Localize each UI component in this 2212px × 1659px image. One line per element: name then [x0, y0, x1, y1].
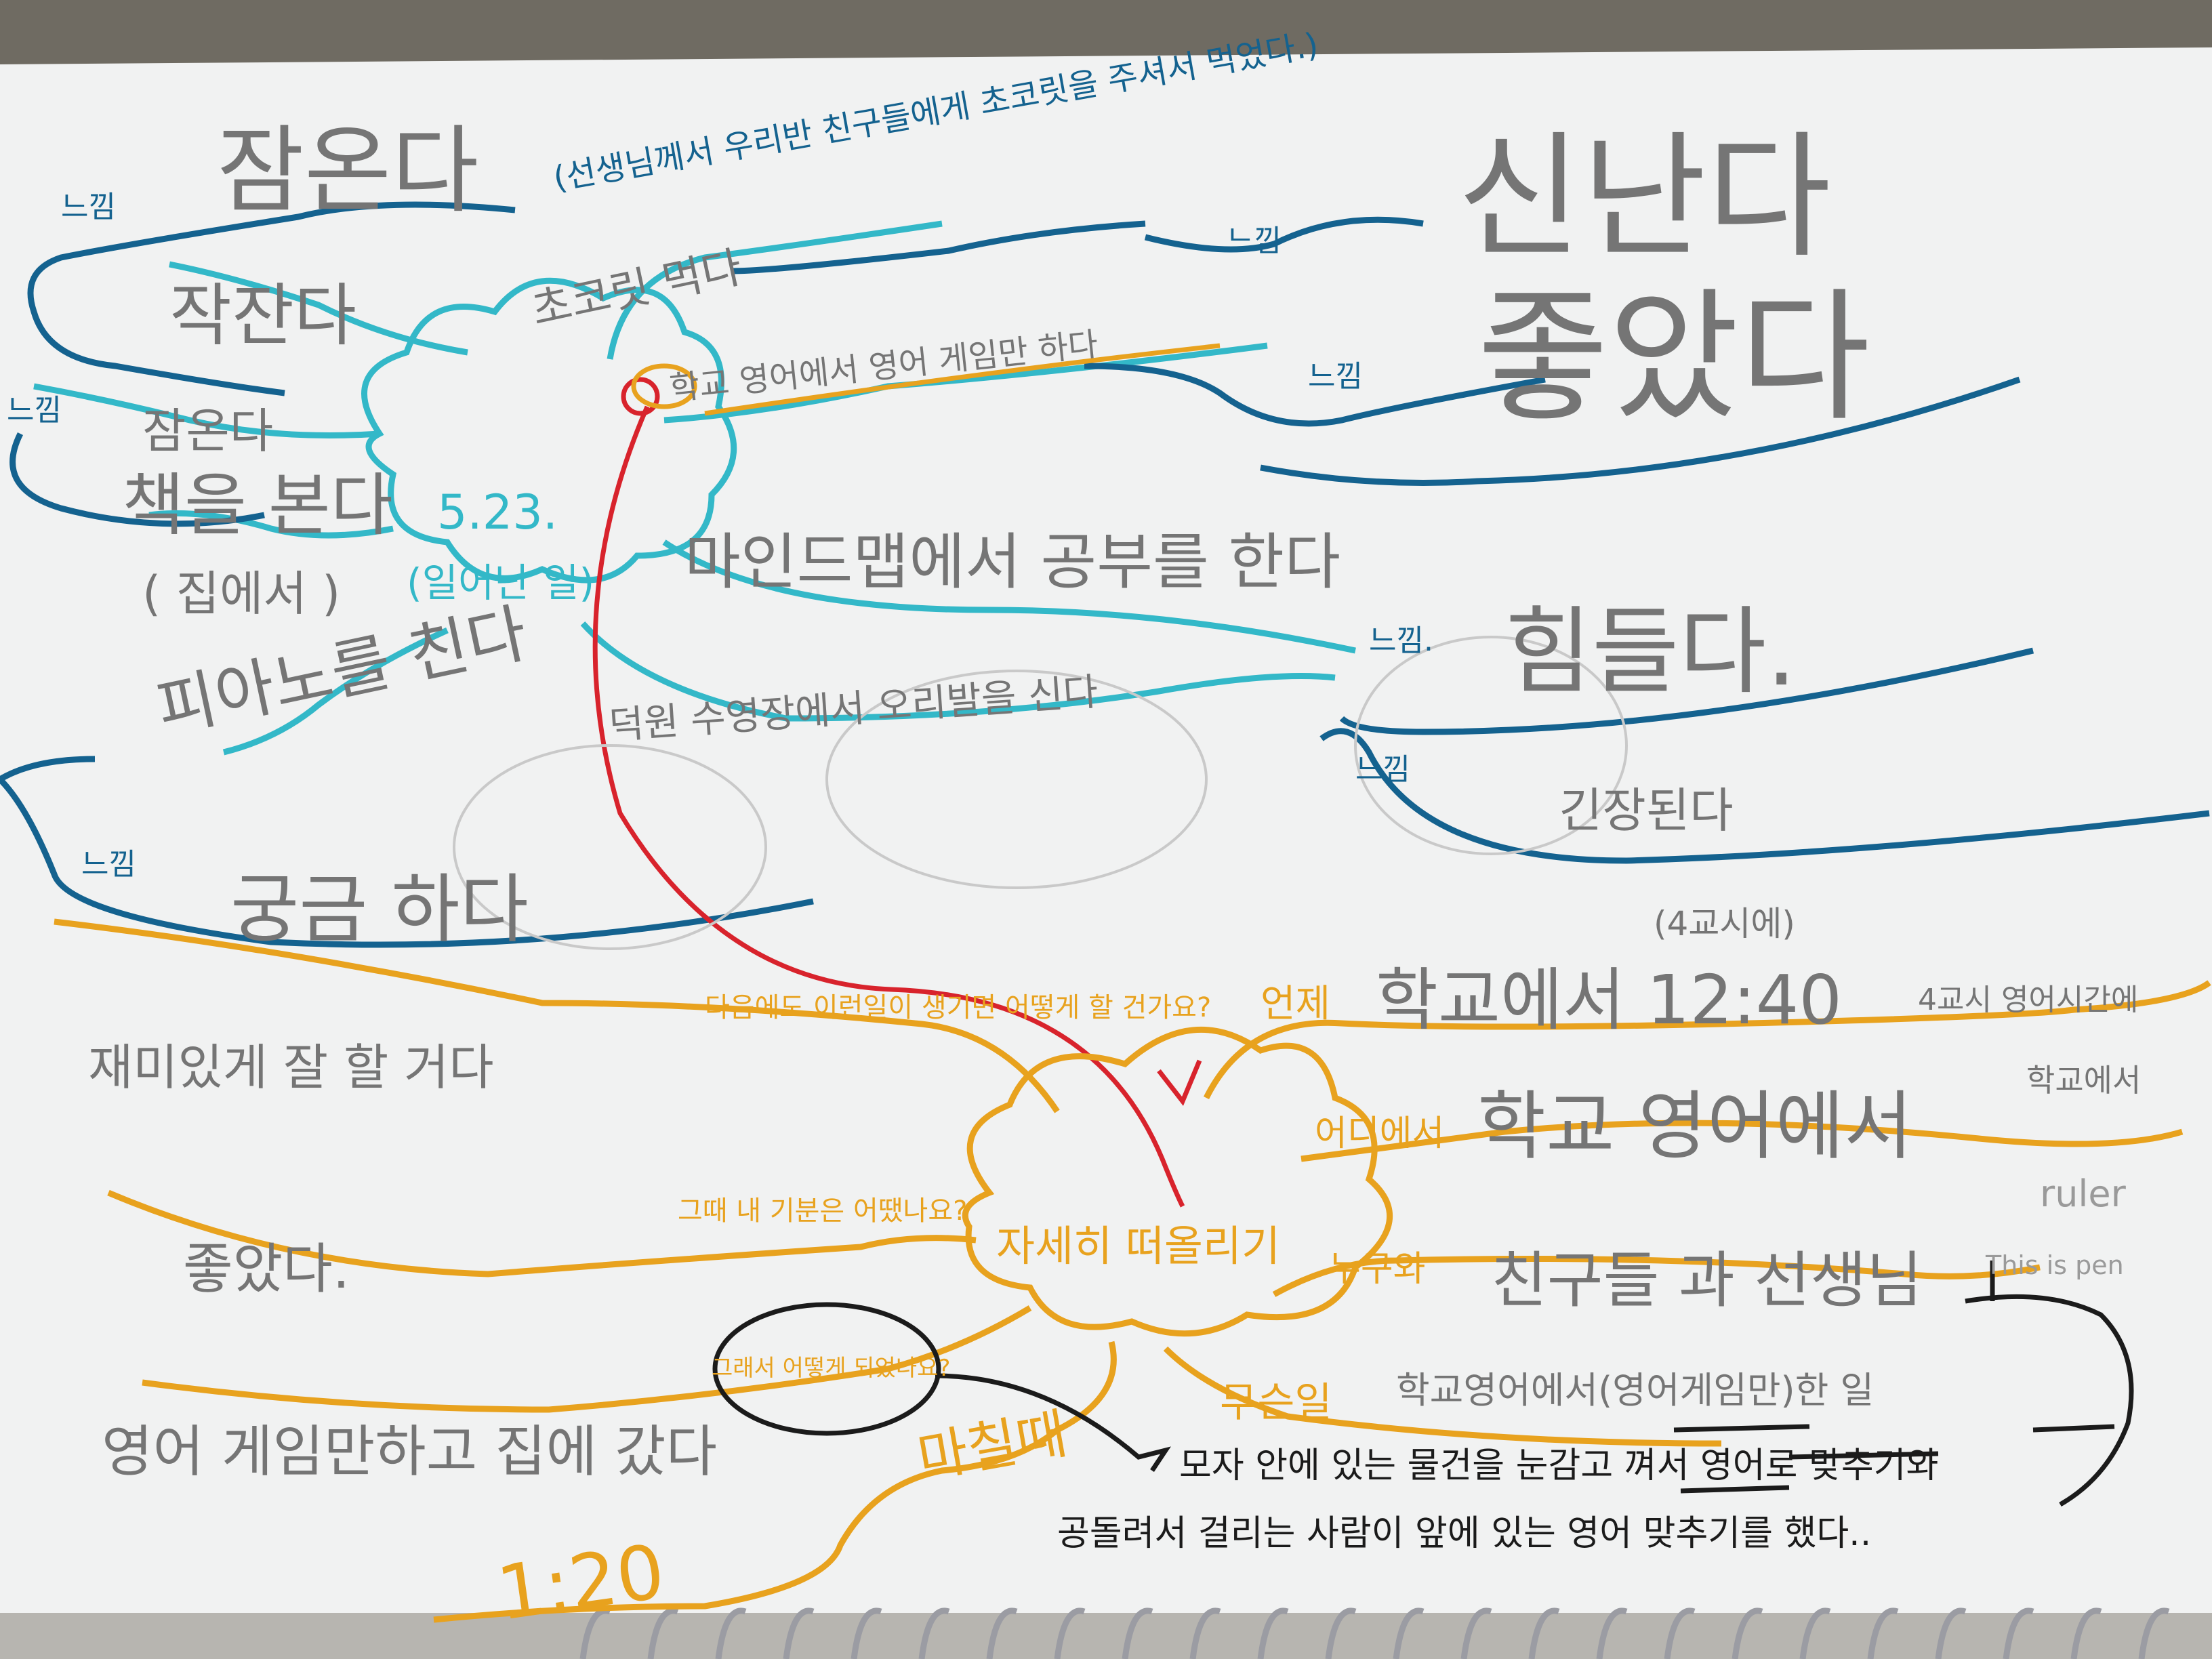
blue-feeling-curves: [0, 201, 2210, 948]
top-feel-word-2: 좋았다: [1477, 274, 1870, 441]
when-note: (4교시에): [1654, 904, 1795, 943]
black-annotations: [712, 1261, 2134, 1507]
top-feel-tag-1: 느낌: [1227, 224, 1282, 258]
top-feel-tag-2: 느낌: [1308, 359, 1363, 394]
branch-2-note: ( 집에서 ): [142, 566, 340, 621]
center-label: (일어난 일): [407, 560, 594, 606]
top-feel-tag-4: 느낌: [1355, 752, 1410, 787]
feel-tag-1: 느낌: [61, 190, 116, 224]
top-feel-word-3: 힘들다.: [1504, 597, 1797, 708]
question-1: 다음에도 이런일이 생기면 어떻게 할 건가요?: [705, 992, 1211, 1023]
center-cloud-top: [361, 277, 737, 583]
english-ruler: ruler: [2040, 1172, 2127, 1215]
question-3: 그래서 어떻게 되었나요?: [712, 1355, 950, 1382]
what-value: 학교영어에서(영어게임만)한 일: [1396, 1369, 1874, 1412]
english-pen: This is pen: [1985, 1250, 2124, 1280]
branch-1: 작잔다: [169, 276, 356, 355]
feel-tag-2: 느낌: [7, 393, 62, 428]
top-feel-word-4: 긴장된다: [1559, 783, 1734, 838]
spiral-binding: [579, 1607, 2170, 1659]
top-feel-word-1: 신난다: [1457, 119, 1831, 276]
detail-line-2: 공돌려서 걸리는 사람이 앞에 있는 영어 맞추기를 했다..: [1057, 1513, 1871, 1554]
center-cloud-bottom: [962, 1026, 1393, 1337]
where-note: 학교에서: [2026, 1062, 2141, 1099]
teal-branches: [33, 220, 1356, 756]
feel-word-3: 궁금 하다: [230, 866, 529, 953]
feel-word-2: 잠온다: [142, 403, 273, 459]
top-branch-3: 마인드맵에서 공부를 한다: [684, 527, 1340, 598]
when-note-2: 4교시 영어시간에: [1918, 983, 2138, 1017]
orange-loop: [631, 363, 697, 409]
question-2: 그때 내 기분은 어땠나요?: [678, 1195, 967, 1227]
what-label: 무슨일: [1220, 1379, 1332, 1427]
answer-3: 영어 게임만하고 집에 갔다: [102, 1420, 717, 1484]
detail-line-1: 모자 안에 있는 물건을 눈감고 껴서 영어로 맞추기와: [1179, 1446, 1938, 1486]
orange-branch-top: [704, 343, 1221, 416]
page-shadow: [0, 1613, 2212, 1659]
orange-branches: [54, 918, 2211, 1623]
red-connector-arrow: [592, 377, 1202, 1208]
where-label: 어디에서: [1315, 1113, 1444, 1154]
feel-tag-3: 느낌: [81, 847, 136, 882]
when-value: 학교에서 12:40: [1376, 960, 1842, 1040]
answer-1: 재미있게 잘 할 거다: [88, 1039, 494, 1096]
where-value: 학교 영어에서: [1477, 1083, 1912, 1170]
top-feel-tag-3: 느낌.: [1369, 623, 1433, 658]
notebook-page: [0, 47, 2212, 1659]
pencil-ghost-marks: [453, 636, 1628, 950]
when-label: 언제: [1261, 982, 1330, 1026]
who-label: 누구와: [1328, 1249, 1426, 1290]
who-value: 친구들 과 선생님: [1491, 1245, 1923, 1316]
answer-2: 좋았다.: [183, 1237, 350, 1300]
branch-2: 책을 본다: [122, 466, 393, 545]
bottom-center-label: 자세히 떠올리기: [996, 1221, 1280, 1271]
feel-word-1: 잠온다: [217, 116, 478, 226]
center-date: 5.23.: [437, 485, 558, 540]
